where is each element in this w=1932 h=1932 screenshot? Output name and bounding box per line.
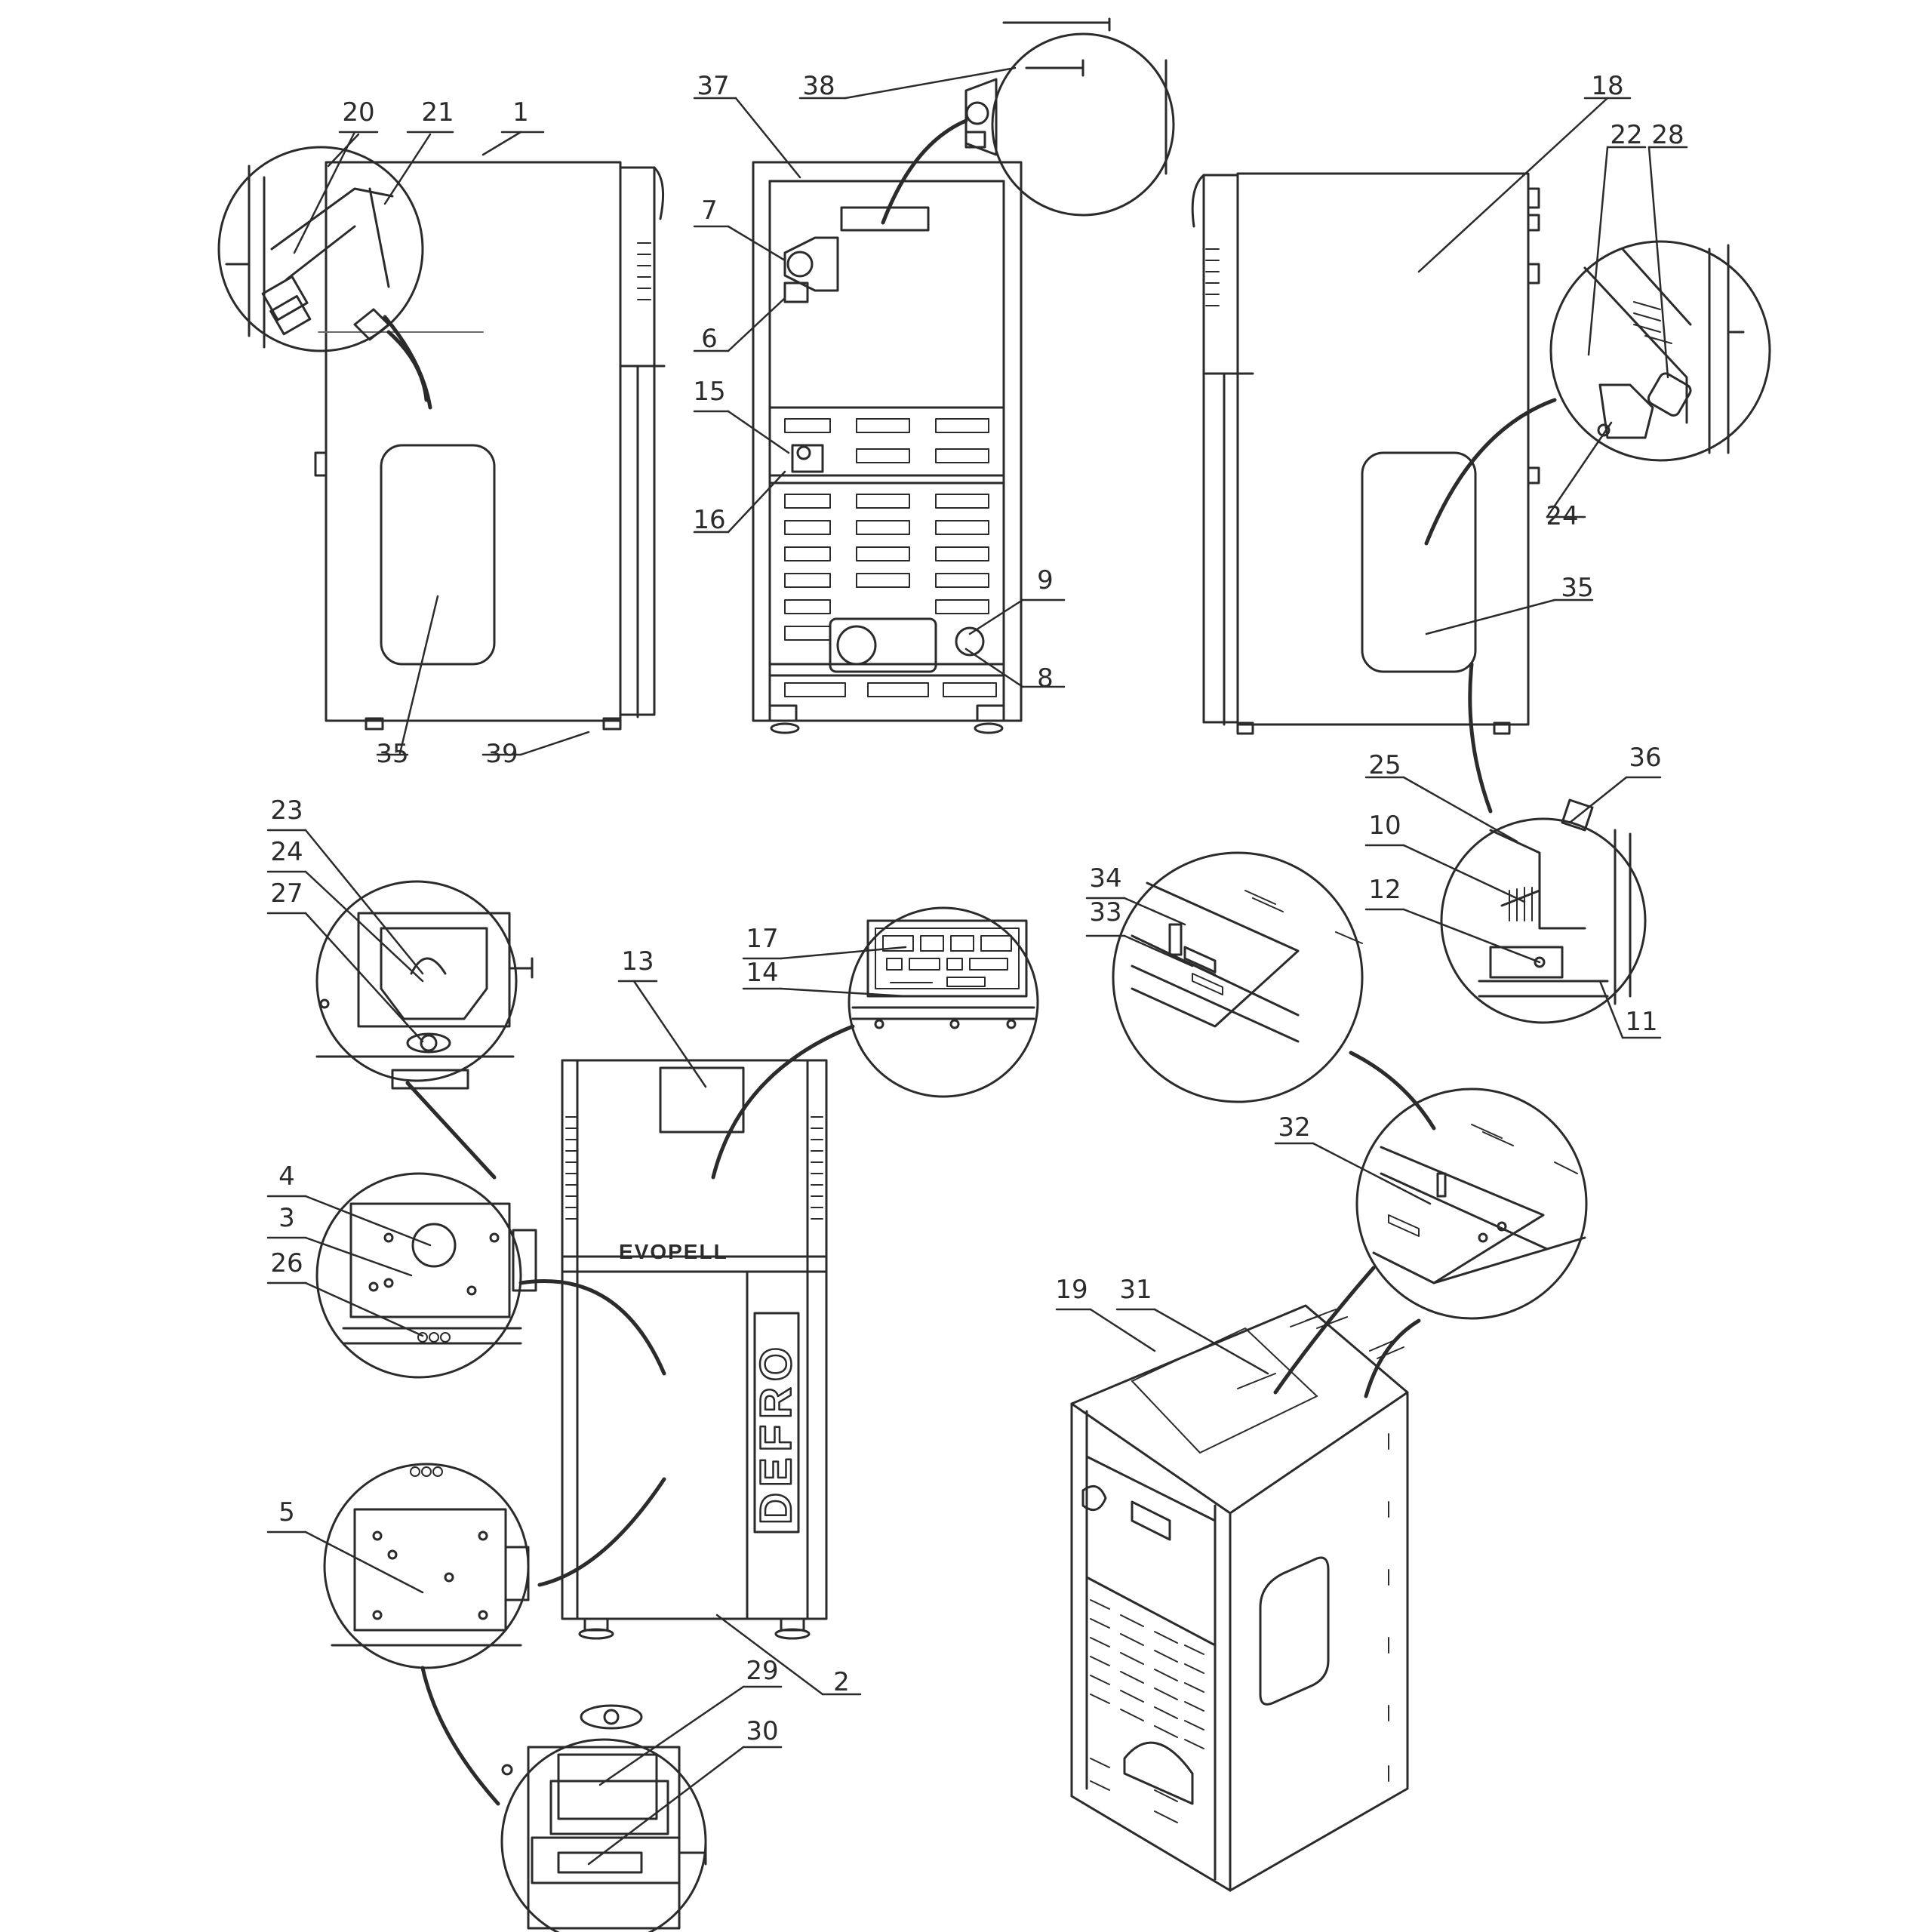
callout-38: 38 [802,71,835,101]
detail-circle-lower-chamber [323,1463,666,1806]
detail-circle-feeder-right [1549,240,1771,462]
callout-35-left: 35 [376,739,408,769]
callout-13: 13 [621,946,654,977]
callout-9: 9 [1037,565,1054,595]
boiler-front-view: EVOPELL DEFRO [561,1024,855,1640]
callout-36: 36 [1629,743,1661,773]
detail-circle-hopper-open [1112,851,1436,1131]
callout-6: 6 [701,324,718,354]
brand-name-text: DEFRO [752,1341,801,1524]
boiler-side-view-right [1191,172,1557,814]
detail-circle-combustion-chamber [315,1172,666,1379]
callout-35-right: 35 [1561,573,1593,603]
callout-1: 1 [512,97,529,128]
callout-15: 15 [693,377,725,407]
callout-34: 34 [1089,863,1121,894]
callout-5: 5 [278,1497,295,1527]
detail-circle-ash-pan-top [315,880,534,1180]
callout-39: 39 [485,739,518,769]
callout-26: 26 [270,1248,303,1278]
detail-circle-burner [1440,798,1647,1024]
callout-2: 2 [833,1667,850,1697]
callout-16: 16 [693,505,725,535]
model-name-text: EVOPELL [619,1240,728,1263]
callout-14: 14 [746,958,778,988]
callout-22: 22 [1610,120,1642,150]
detail-circle-hopper-lid [1355,1088,1588,1398]
callout-17: 17 [746,924,778,954]
callout-31: 31 [1119,1275,1152,1305]
boiler-side-view-left [314,161,666,731]
boiler-rear-view [752,118,1023,734]
callout-19: 19 [1055,1275,1088,1305]
callout-27: 27 [270,878,303,909]
callout-3: 3 [278,1203,295,1233]
callout-21: 21 [421,97,454,128]
callout-23: 23 [270,795,303,826]
callout-24-left: 24 [270,837,303,867]
callout-leaders [266,66,1688,1866]
detail-circle-ash-drawer [500,1704,707,1932]
callout-28: 28 [1651,120,1684,150]
callout-33: 33 [1089,897,1121,928]
detail-circle-top-rear [964,17,1175,217]
callout-37: 37 [697,71,729,101]
callout-29: 29 [746,1656,778,1686]
callout-20: 20 [342,97,374,128]
callout-24-right: 24 [1546,501,1578,531]
callout-32: 32 [1278,1112,1310,1143]
callout-25: 25 [1368,750,1401,780]
boiler-isometric-view [1070,1266,1409,1892]
callout-11: 11 [1625,1007,1657,1037]
callout-10: 10 [1368,811,1401,841]
callout-4: 4 [278,1161,295,1192]
detail-circle-feeder-left [217,146,429,402]
callout-7: 7 [701,195,718,226]
detail-circle-controller [848,906,1039,1098]
callout-18: 18 [1591,71,1623,101]
callout-8: 8 [1037,663,1054,694]
callout-numbers: 20 21 1 37 38 7 6 15 16 9 8 35 39 18 22 … [270,71,1684,1746]
callout-12: 12 [1368,875,1401,905]
callout-30: 30 [746,1716,778,1746]
